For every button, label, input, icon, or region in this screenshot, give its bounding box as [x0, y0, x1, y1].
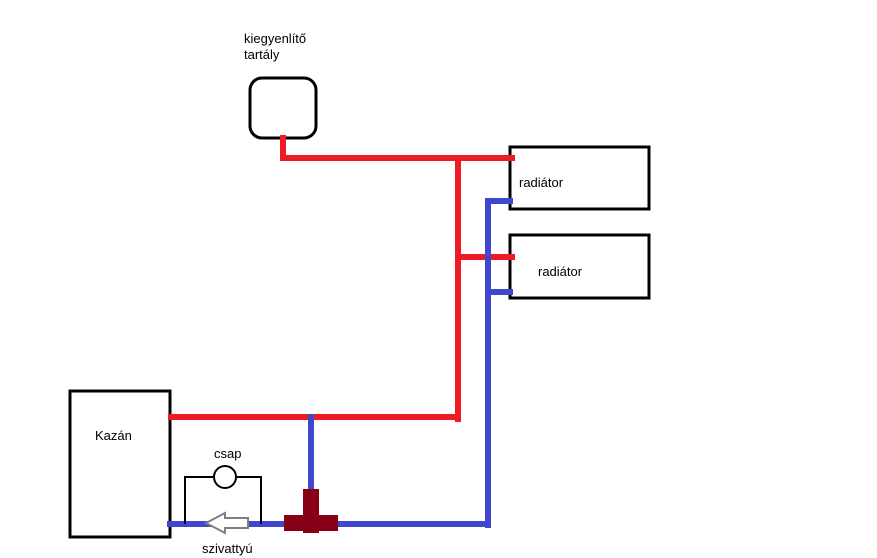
boiler	[68, 389, 172, 539]
expansion-tank	[248, 76, 318, 140]
boiler-label: Kazán	[95, 428, 132, 443]
radiator-bottom-label: radiátor	[538, 264, 583, 279]
radiator-bottom	[508, 233, 651, 300]
valve-label: csap	[214, 446, 242, 461]
expansion-tank-label-line1: kiegyenlítő	[244, 31, 307, 46]
valve-bypass	[184, 465, 262, 524]
pump-label: szivattyú	[202, 541, 253, 556]
expansion-tank-label: kiegyenlítő tartály	[244, 31, 306, 63]
tee-fitting	[284, 489, 338, 533]
expansion-tank-label-line2: tartály	[244, 47, 280, 62]
pump-arrow-icon	[203, 511, 249, 535]
radiator-top-label: radiátor	[519, 175, 564, 190]
valve-icon	[213, 465, 237, 489]
hot-pipes	[168, 135, 515, 422]
radiator-top	[508, 145, 651, 211]
